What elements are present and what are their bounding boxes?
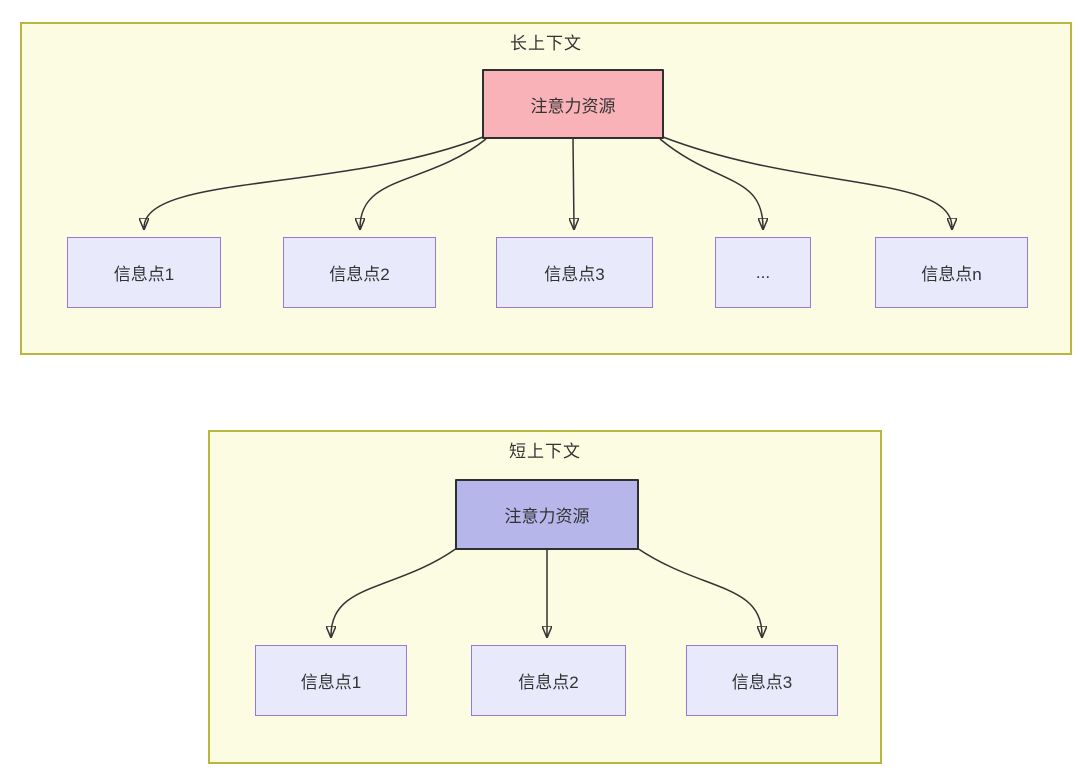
arrow-long-to-info1 xyxy=(144,136,484,228)
long-info-node-n: 信息点n xyxy=(875,237,1028,308)
short-attention-node: 注意力资源 xyxy=(455,479,639,550)
long-info-node-1: 信息点1 xyxy=(67,237,221,308)
short-info-node-3: 信息点3 xyxy=(686,645,838,716)
arrow-long-to-info3 xyxy=(573,138,574,228)
arrow-short-to-info1 xyxy=(331,547,458,636)
short-context-title: 短上下文 xyxy=(509,442,581,461)
arrow-long-to-info-ellipsis xyxy=(659,138,763,228)
short-info-node-2: 信息点2 xyxy=(471,645,626,716)
long-info-node-3: 信息点3 xyxy=(496,237,653,308)
long-info-node-2: 信息点2 xyxy=(283,237,436,308)
arrow-long-to-info2 xyxy=(360,138,487,228)
long-attention-node: 注意力资源 xyxy=(482,69,664,139)
short-info-node-1: 信息点1 xyxy=(255,645,407,716)
arrow-short-to-info3 xyxy=(636,547,762,636)
arrow-long-to-info-n xyxy=(662,136,952,228)
long-context-panel: 长上下文 注意力资源 信息点1 信息点2 信息点3 ... 信息点n xyxy=(20,22,1072,355)
long-info-node-ellipsis: ... xyxy=(715,237,811,308)
short-context-panel: 短上下文 注意力资源 信息点1 信息点2 信息点3 xyxy=(208,430,882,764)
long-context-title: 长上下文 xyxy=(510,34,582,53)
